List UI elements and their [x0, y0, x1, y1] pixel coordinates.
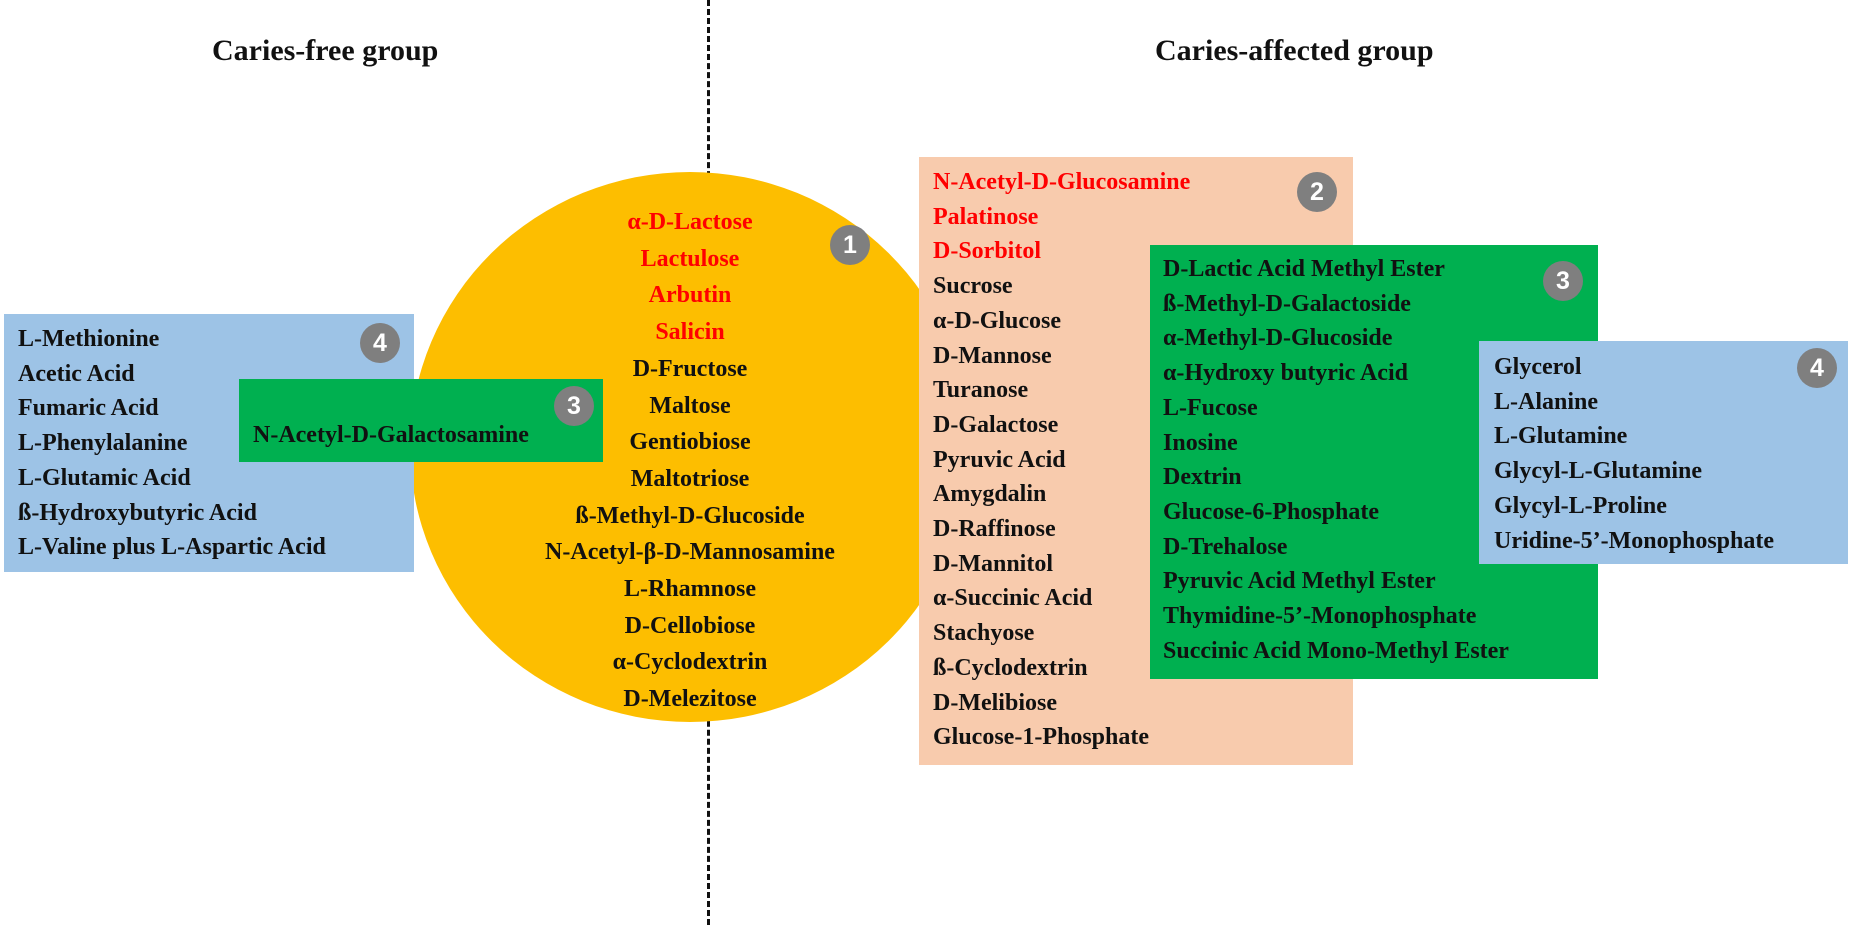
list-item: D-Cellobiose	[624, 612, 756, 639]
list-item: Amygdalin	[933, 481, 1047, 508]
list-item: Pyruvic Acid Methyl Ester	[1163, 568, 1436, 595]
caries-affected-title: Caries-affected group	[1155, 34, 1434, 67]
list-item: L-Rhamnose	[623, 576, 756, 603]
list-item: α-D-Lactose	[627, 209, 753, 235]
number-badge-2: 2	[1297, 172, 1337, 212]
list-item: Glucose-6-Phosphate	[1163, 498, 1379, 525]
list-item: Fumaric Acid	[18, 395, 159, 422]
list-item: D-Sorbitol	[933, 238, 1041, 265]
list-item: α-Succinic Acid	[933, 585, 1093, 612]
list-item: α-D-Glucose	[933, 307, 1062, 334]
right-blue-box	[1479, 341, 1848, 564]
list-item: L-Glutamine	[1494, 423, 1628, 450]
list-item: ß-Cyclodextrin	[933, 654, 1088, 681]
list-item: Thymidine-5’-Monophosphate	[1163, 603, 1477, 630]
list-item: Glucose-1-Phosphate	[933, 724, 1149, 751]
number-badge-1: 1	[830, 225, 870, 265]
list-item: Succinic Acid Mono-Methyl Ester	[1163, 637, 1509, 664]
list-item: Inosine	[1163, 429, 1238, 456]
list-item: L-Fucose	[1163, 394, 1258, 421]
list-item: Arbutin	[648, 282, 732, 309]
list-item: Salicin	[655, 319, 725, 346]
list-item: Lactulose	[640, 245, 740, 272]
list-item: Pyruvic Acid	[933, 446, 1066, 473]
list-item: L-Methionine	[18, 326, 160, 352]
left-blue-list: L-Methionine Acetic Acid Fumaric Acid L-…	[18, 322, 326, 565]
left-green-label: N-Acetyl-D-Galactosamine	[253, 422, 529, 448]
list-item: D-Raffinose	[933, 516, 1056, 543]
peach-list: N-Acetyl-D-Glucosamine Palatinose D-Sorb…	[933, 165, 1190, 755]
list-item: Gentiobiose	[629, 429, 751, 456]
list-item: L-Valine plus L-Aspartic Acid	[18, 534, 326, 561]
list-item: Acetic Acid	[18, 360, 135, 387]
right-green-list: D-Lactic Acid Methyl Ester ß-Methyl-D-Ga…	[1163, 252, 1509, 668]
circle-substrate-list: α-D-Lactose Lactulose Arbutin Salicin D-…	[410, 204, 970, 718]
list-item: Glycyl-L-Glutamine	[1494, 458, 1702, 485]
list-item: D-Galactose	[933, 411, 1059, 438]
caries-free-title: Caries-free group	[212, 34, 439, 67]
list-item: ß-Methyl-D-Glucoside	[575, 502, 805, 529]
list-item: α-Methyl-D-Glucoside	[1163, 325, 1393, 352]
right-blue-list: Glycerol L-Alanine L-Glutamine Glycyl-L-…	[1494, 350, 1774, 558]
list-item: Stachyose	[933, 620, 1035, 647]
list-item: Palatinose	[933, 203, 1039, 230]
list-item: D-Melibiose	[933, 689, 1057, 716]
list-item: Maltose	[649, 392, 731, 419]
list-item: D-Fructose	[632, 355, 748, 382]
list-item: α-Hydroxy butyric Acid	[1163, 360, 1408, 387]
list-item: ß-Hydroxybutyric Acid	[18, 499, 257, 526]
number-badge-3-right: 3	[1543, 261, 1583, 301]
list-item: D-Lactic Acid Methyl Ester	[1163, 256, 1445, 282]
list-item: L-Phenylalanine	[18, 430, 188, 457]
list-item: Maltotriose	[630, 465, 750, 492]
list-item: N-Acetyl-D-Glucosamine	[933, 169, 1191, 195]
number-badge-4-left: 4	[360, 323, 400, 363]
list-item: D-Trehalose	[1163, 533, 1288, 560]
number-badge-4-right: 4	[1797, 348, 1837, 388]
list-item: L-Alanine	[1494, 388, 1599, 415]
list-item: Sucrose	[933, 273, 1013, 300]
list-item: Glycyl-L-Proline	[1494, 492, 1667, 519]
list-item: Dextrin	[1163, 464, 1242, 491]
list-item: α-Cyclodextrin	[612, 649, 768, 676]
list-item: Glycerol	[1494, 354, 1582, 380]
list-item: D-Melezitose	[623, 686, 757, 713]
list-item: ß-Methyl-D-Galactoside	[1163, 290, 1411, 317]
list-item: Turanose	[933, 377, 1029, 404]
number-badge-3-left: 3	[554, 386, 594, 426]
list-item: N-Acetyl-β-D-Mannosamine	[545, 539, 835, 566]
left-green-box	[239, 379, 603, 462]
list-item: Uridine-5’-Monophosphate	[1494, 527, 1775, 554]
list-item: D-Mannitol	[933, 550, 1053, 577]
list-item: D-Mannose	[933, 342, 1052, 369]
list-item: L-Glutamic Acid	[18, 464, 191, 491]
